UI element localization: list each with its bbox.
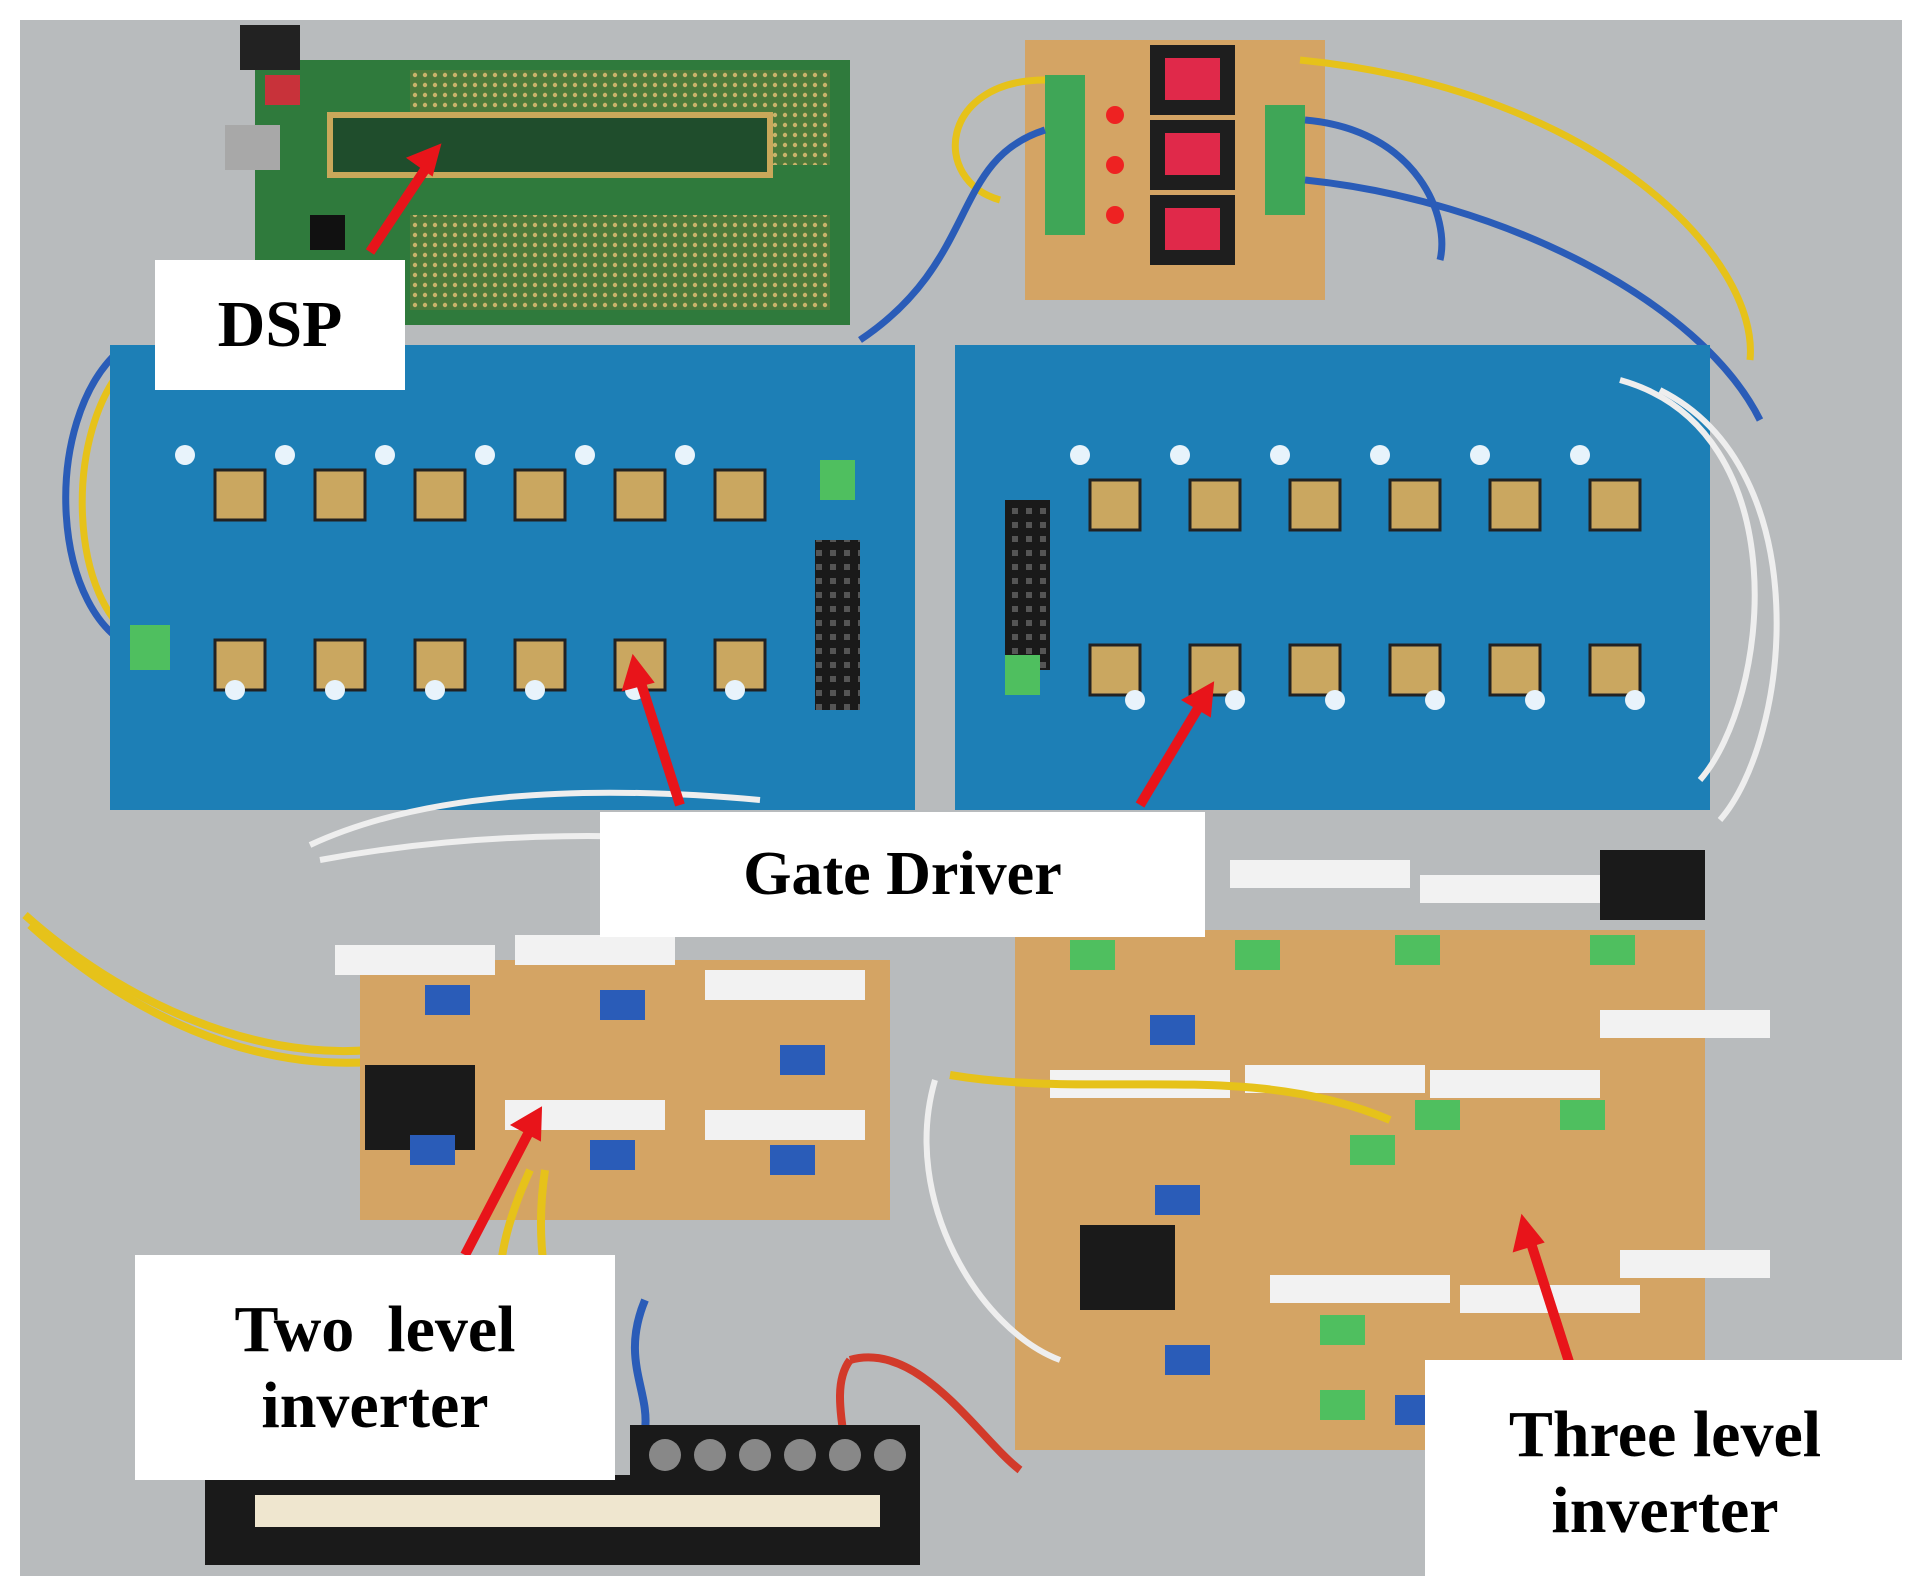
label-two-level-line1: Two level — [234, 1292, 516, 1366]
label-dsp-text: DSP — [217, 288, 343, 362]
label-gate-driver: Gate Driver — [600, 812, 1205, 937]
arrow-gate-driver-right — [1135, 681, 1215, 808]
label-two-level-line2: inverter — [261, 1368, 489, 1442]
label-three-level-line1: Three level — [1508, 1397, 1822, 1471]
label-three-level-line2: inverter — [1551, 1473, 1779, 1547]
arrow-dsp — [365, 143, 442, 255]
arrow-two-level — [460, 1106, 543, 1258]
switch-board — [1025, 40, 1325, 300]
dsp-board — [225, 25, 850, 325]
label-two-level-inverter: Two level inverter — [135, 1255, 615, 1480]
label-three-level-inverter: Three level inverter — [1425, 1360, 1905, 1585]
two-level-inverter-board — [335, 935, 890, 1220]
arrow-gate-driver-left — [621, 653, 685, 807]
gate-driver-board-left — [110, 345, 915, 810]
gate-driver-board-right — [955, 345, 1710, 810]
label-dsp: DSP — [155, 260, 405, 390]
terminal-block — [205, 1425, 920, 1565]
arrow-three-level — [1512, 1213, 1575, 1367]
label-gate-driver-text: Gate Driver — [743, 839, 1062, 908]
